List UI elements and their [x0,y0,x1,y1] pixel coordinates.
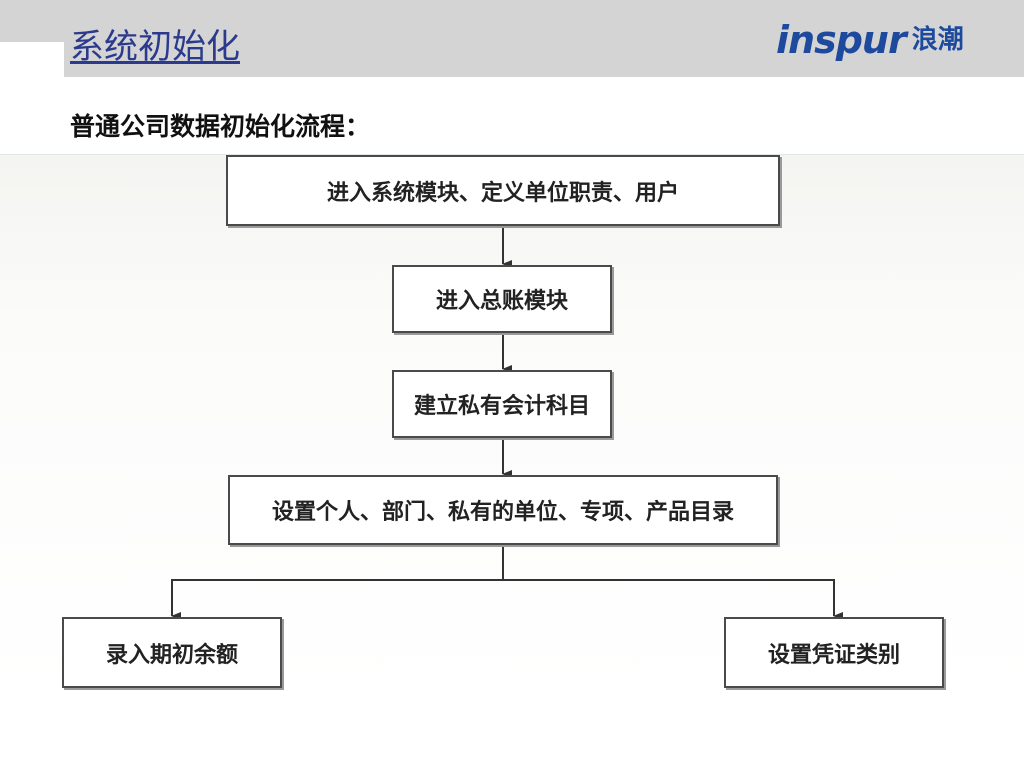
header-notch [0,42,64,77]
node-setup-catalogs: 设置个人、部门、私有的单位、专项、产品目录 [228,475,778,545]
slide-title: 系统初始化 [70,27,240,67]
logo-chinese-name: 浪潮 [911,25,964,55]
node-enter-system-module: 进入系统模块、定义单位职责、用户 [226,155,780,226]
diagram-divider [0,154,1024,155]
header-bar [0,0,1024,77]
node-enter-ledger-module: 进入总账模块 [392,265,612,333]
flow-subtitle: 普通公司数据初始化流程： [70,112,371,141]
logo-wordmark: inspur [776,18,907,62]
node-opening-balance: 录入期初余额 [62,617,282,688]
node-voucher-types: 设置凭证类别 [724,617,944,688]
inspur-logo: inspur 浪潮 [776,18,964,62]
node-create-accounts: 建立私有会计科目 [392,370,612,438]
